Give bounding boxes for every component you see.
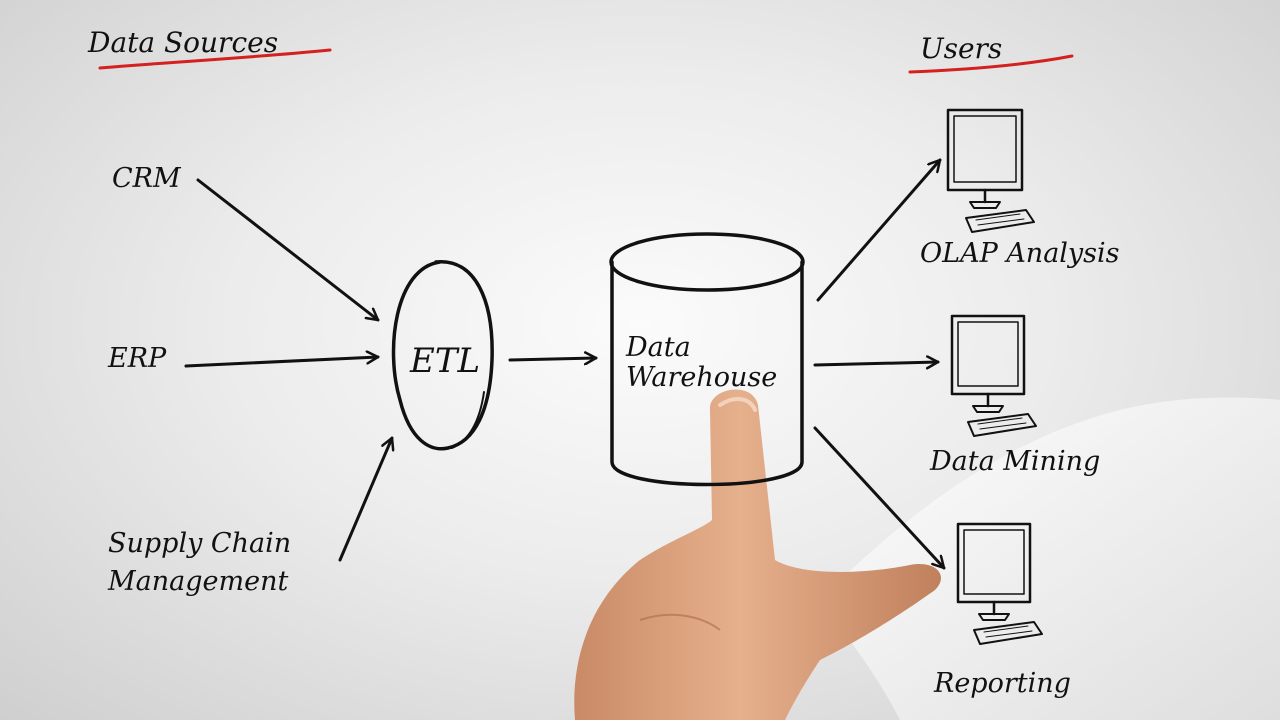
arrow-erp-to-etl: [184, 357, 380, 368]
arrow-warehouse-to-mining: [813, 362, 940, 365]
warehouse-label-line1: Data: [625, 332, 691, 363]
arrow-warehouse-to-olap: [816, 158, 942, 302]
user-olap-analysis-label: OLAP Analysis: [920, 238, 1120, 269]
heading-users-underline: [908, 54, 1074, 74]
source-supply-chain-label-line2: Management: [107, 566, 288, 597]
computer-icon: [956, 522, 1043, 645]
heading-users: Users: [920, 32, 1002, 65]
computer-icon: [950, 314, 1037, 437]
computer-icon: [946, 108, 1035, 233]
etl-ellipse: [391, 260, 494, 451]
source-crm-label: CRM: [112, 163, 182, 194]
heading-data-sources-underline: [98, 48, 332, 70]
pointing-hand: [574, 389, 941, 720]
user-reporting-label: Reporting: [933, 668, 1071, 699]
arrow-warehouse-to-reporting: [813, 426, 946, 570]
source-erp-label: ERP: [107, 343, 167, 374]
heading-data-sources: Data Sources: [87, 26, 278, 59]
data-warehouse-cylinder: Data Warehouse: [609, 232, 805, 487]
etl-process: ETL: [391, 260, 494, 451]
warehouse-label-line2: Warehouse: [626, 362, 777, 393]
user-data-mining-label: Data Mining: [929, 446, 1100, 477]
warehouse-top: [609, 232, 805, 292]
sleeve-shape: [820, 397, 1280, 720]
arrow-supply-chain-to-etl: [338, 436, 392, 562]
arrow-etl-to-warehouse: [508, 358, 598, 360]
etl-label: ETL: [409, 341, 480, 381]
source-supply-chain-label-line1: Supply Chain: [108, 528, 291, 559]
arrow-crm-to-etl: [196, 178, 380, 322]
